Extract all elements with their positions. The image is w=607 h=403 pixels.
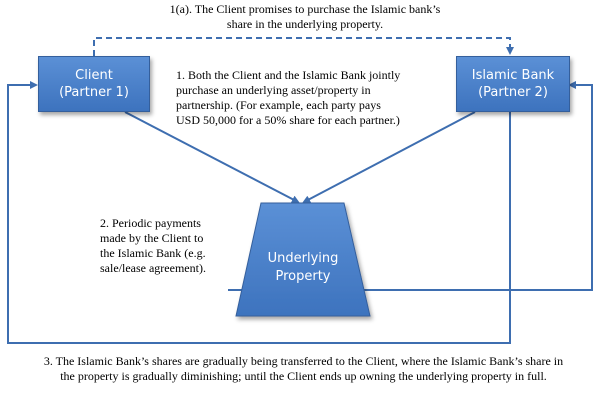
client-label: Client: [75, 68, 113, 83]
step-1-text: 1. Both the Client and the Islamic Bank …: [176, 68, 401, 127]
periodic-payments-arrow: [228, 81, 593, 291]
client-box: Client (Partner 1): [38, 56, 150, 112]
step-3-text: 3. The Islamic Bank’s shares are gradual…: [43, 354, 564, 383]
client-to-property-arrow: [124, 111, 300, 203]
share-transfer-arrow: [7, 81, 511, 344]
bank-to-property-arrow: [302, 111, 476, 203]
step-2-text: 2. Periodic payments made by the Client …: [100, 216, 206, 275]
property-shape: [235, 202, 371, 317]
bank-box: Islamic Bank (Partner 2): [456, 56, 570, 112]
bank-role: (Partner 2): [478, 85, 548, 100]
promise-dashed-arrow: [93, 37, 514, 56]
property-label: Underlying Property: [267, 251, 339, 284]
client-role: (Partner 1): [59, 85, 129, 100]
step-1a-text: 1(a). The Client promises to purchase th…: [169, 2, 441, 31]
bank-label: Islamic Bank: [471, 68, 555, 83]
